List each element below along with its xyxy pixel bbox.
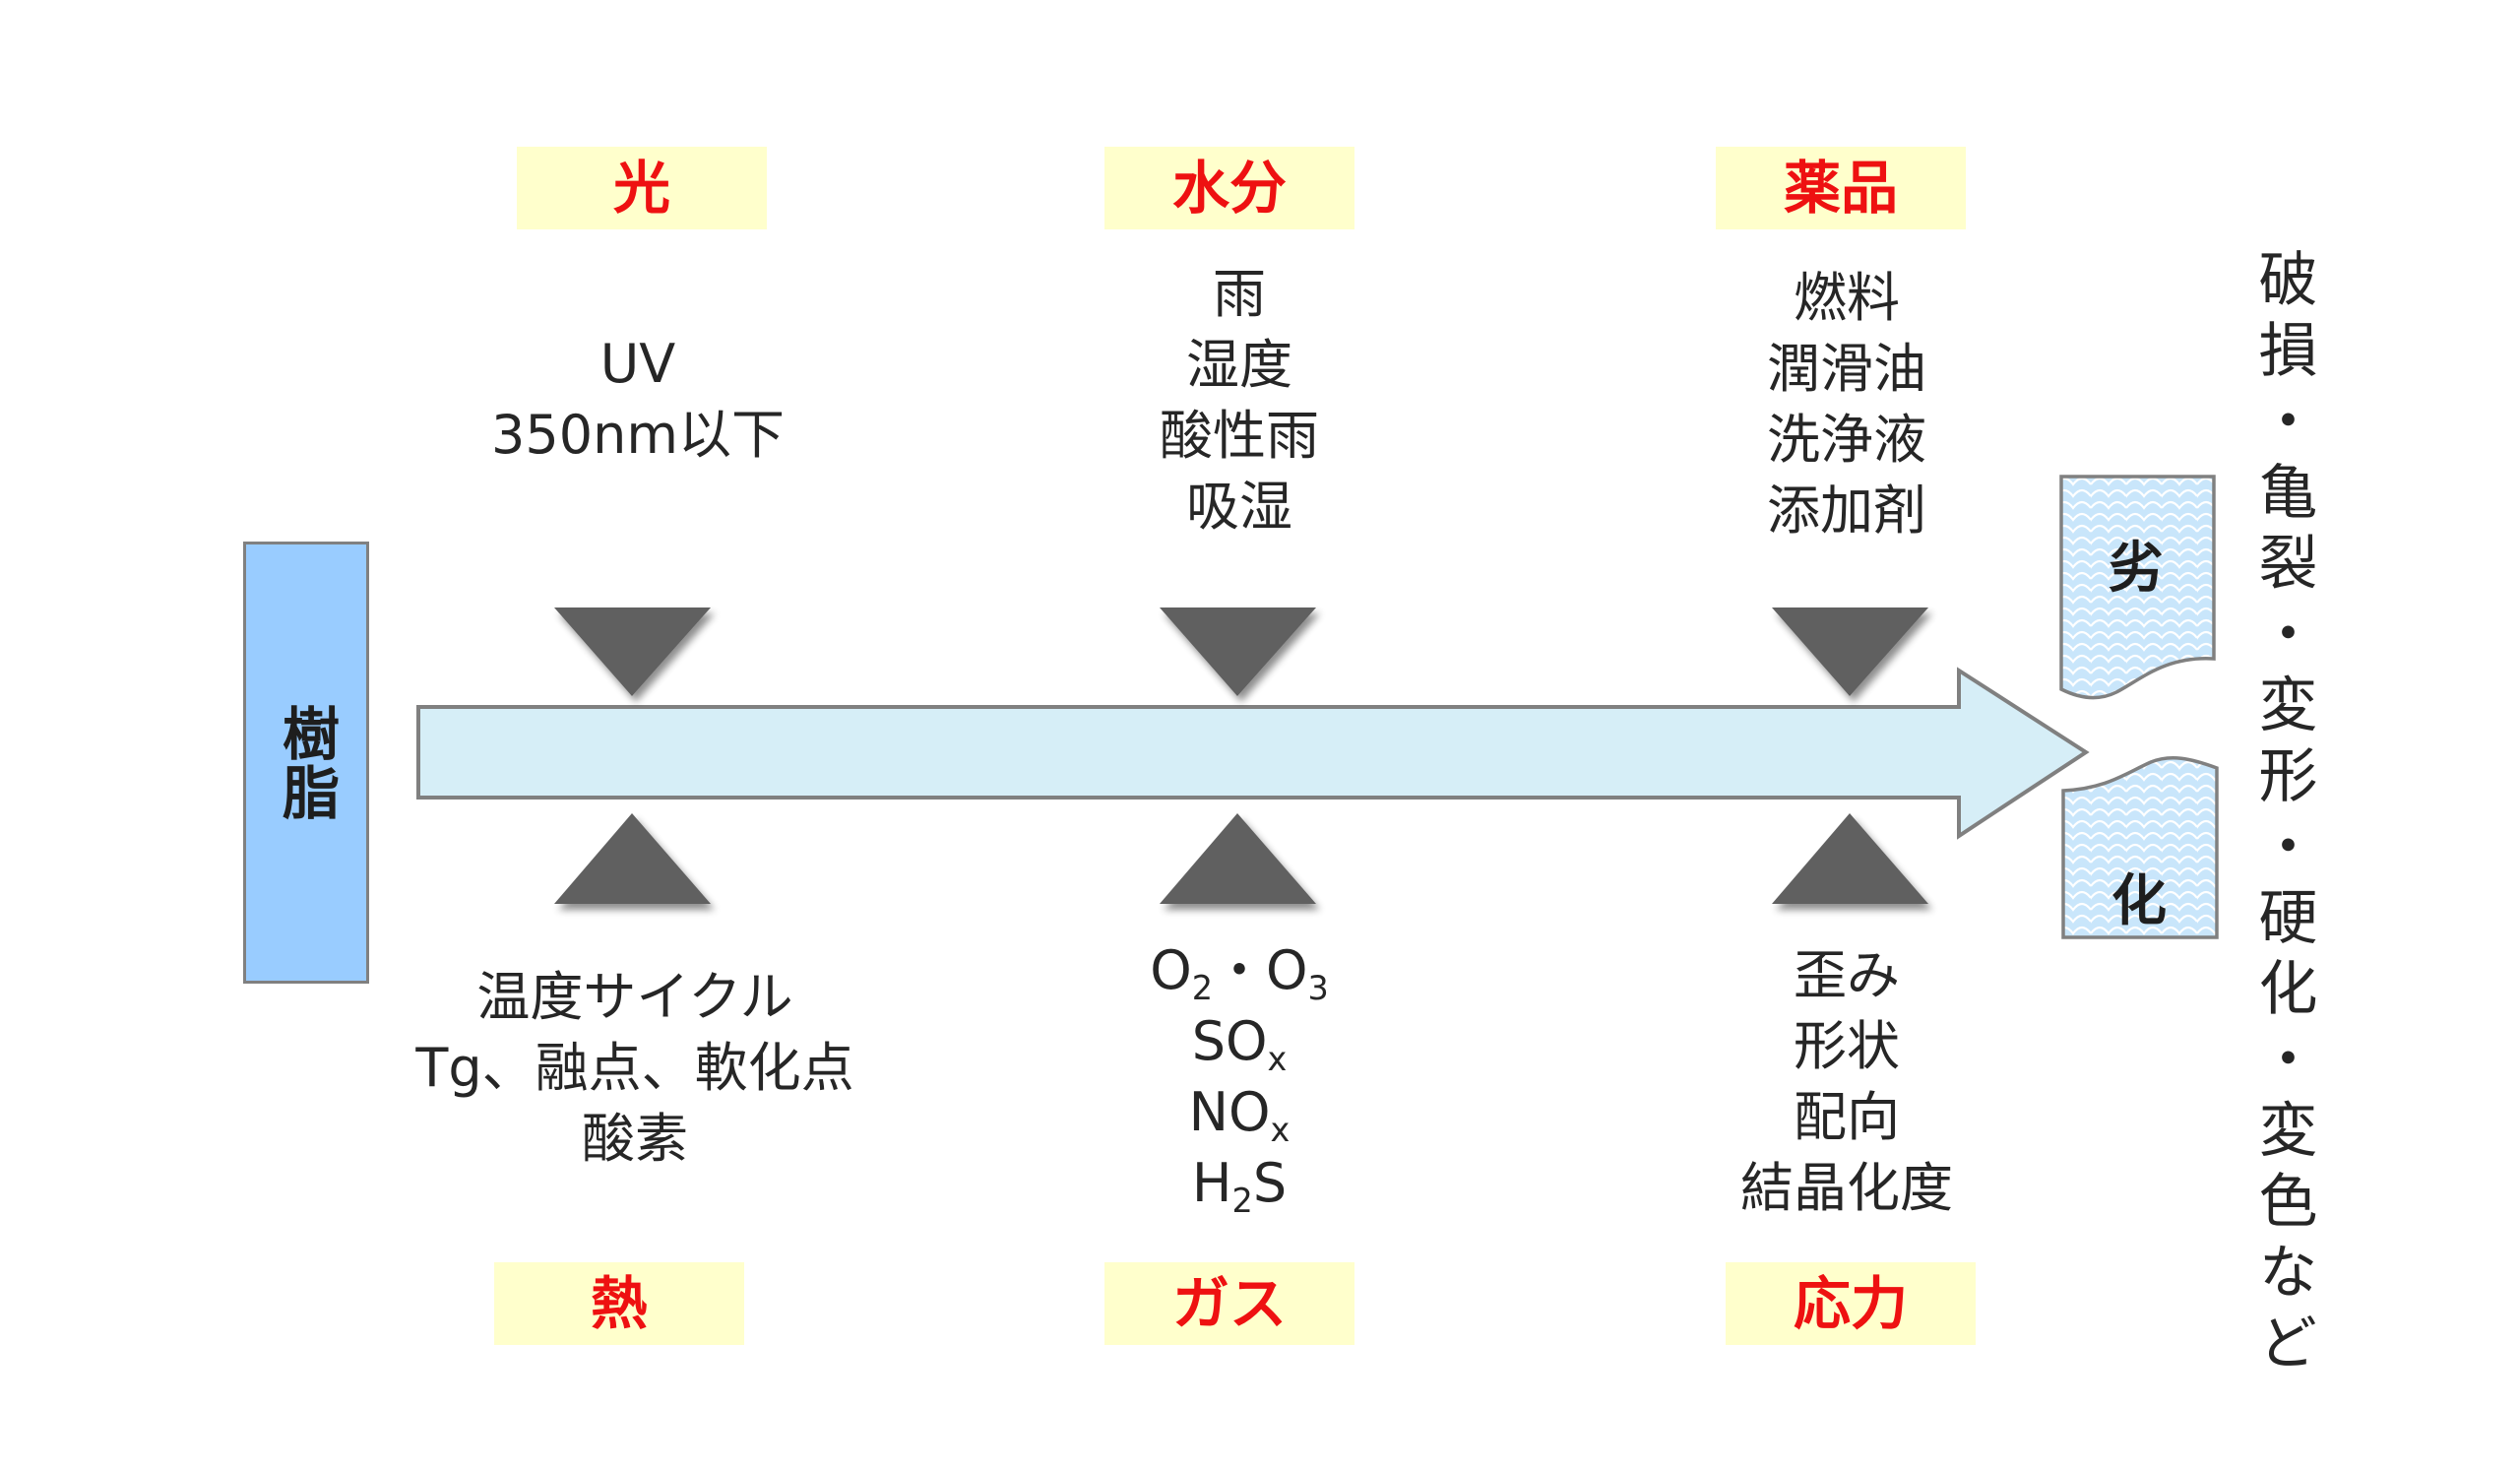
resin-box: 樹脂 [243,542,369,984]
factor-item: 吸湿 [1186,476,1292,538]
gas-item-sox: SOx [1191,1010,1288,1078]
factor-item: 洗浄液 [1767,409,1926,471]
factor-item: 酸性雨 [1160,405,1319,467]
gas-item-o2-o3: O2・O3 [1150,939,1329,1007]
factor-item: 添加剤 [1767,480,1926,542]
factor-items-stress: 歪み 形状 配向 結晶化度 [1571,940,2122,1224]
factor-items-chemicals: 燃料 潤滑油 洗浄液 添加剤 [1571,263,2122,546]
degradation-char-2: 化 [2111,869,2167,933]
factor-item: 潤滑油 [1767,338,1926,400]
factor-item: Tg、融点、軟化点 [415,1037,854,1099]
factor-item: 350nm以下 [491,404,785,466]
factor-label-gas: ガス [1104,1262,1354,1345]
factor-item: 配向 [1794,1086,1900,1148]
triangle-down-icon [554,608,711,696]
result-text: 破損・亀裂・変形・硬化・変色など [2248,248,2317,1382]
triangle-up-icon [1772,813,1928,904]
factor-label-heat: 熱 [494,1262,744,1345]
factor-items-gas: O2・O3 SOx NOx H2S [964,935,1515,1219]
factor-item: 形状 [1794,1015,1900,1077]
triangle-up-icon [554,813,711,904]
factor-label-chemicals: 薬品 [1716,147,1966,229]
degradation-char-1: 劣 [2109,537,2164,601]
resin-label: 樹脂 [273,703,340,822]
triangle-up-icon [1160,813,1316,904]
factor-item: 結晶化度 [1740,1157,1953,1219]
triangle-down-icon [1160,608,1316,696]
factor-item: 酸素 [582,1108,688,1170]
factor-item: UV [599,333,676,395]
factor-label-light: 光 [517,147,767,229]
factor-item: 温度サイクル [476,966,793,1028]
factor-items-moisture: 雨 湿度 酸性雨 吸湿 [964,259,1515,543]
factor-items-heat: 温度サイクル Tg、融点、軟化点 酸素 [359,962,911,1175]
factor-item: 歪み [1794,944,1900,1006]
factor-item: 燃料 [1794,267,1900,329]
gas-item-nox: NOx [1188,1081,1291,1149]
factor-label-stress: 応力 [1726,1262,1976,1345]
degradation-box-bottom [2061,756,2219,939]
factor-items-light: UV 350nm以下 [362,329,914,471]
process-arrow [416,667,2090,840]
gas-item-h2s: H2S [1191,1152,1288,1220]
factor-label-moisture: 水分 [1104,147,1354,229]
factor-item: 湿度 [1186,334,1292,396]
triangle-down-icon [1772,608,1928,696]
factor-item: 雨 [1213,263,1266,325]
degradation-box-top [2059,475,2216,700]
